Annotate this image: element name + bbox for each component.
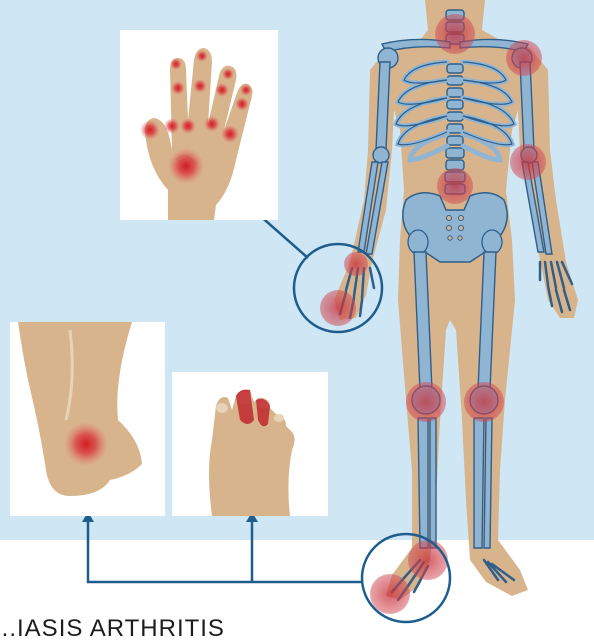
elbow-joint xyxy=(510,144,546,180)
toes-detail-icon xyxy=(172,372,328,516)
hip-socket-right xyxy=(482,230,502,254)
hand-detail-icon xyxy=(120,30,278,220)
hip-socket-left xyxy=(408,230,428,254)
ankle-joint xyxy=(408,540,448,580)
neck-joint xyxy=(435,14,475,54)
heel-inflammation xyxy=(64,422,108,466)
toe-joint xyxy=(370,574,410,614)
finger-joint xyxy=(320,290,356,326)
shoulder-joint-right xyxy=(506,40,542,76)
knee-joint-left xyxy=(406,382,446,422)
diagram-title: ...IASIS ARTHRITIS xyxy=(0,615,225,643)
psoriatic-arthritis-diagram xyxy=(0,0,594,627)
wrist-joint xyxy=(344,252,368,276)
lower-spine-joint xyxy=(437,168,473,204)
heel-detail-icon xyxy=(10,322,165,516)
knee-joint-right xyxy=(464,382,504,422)
